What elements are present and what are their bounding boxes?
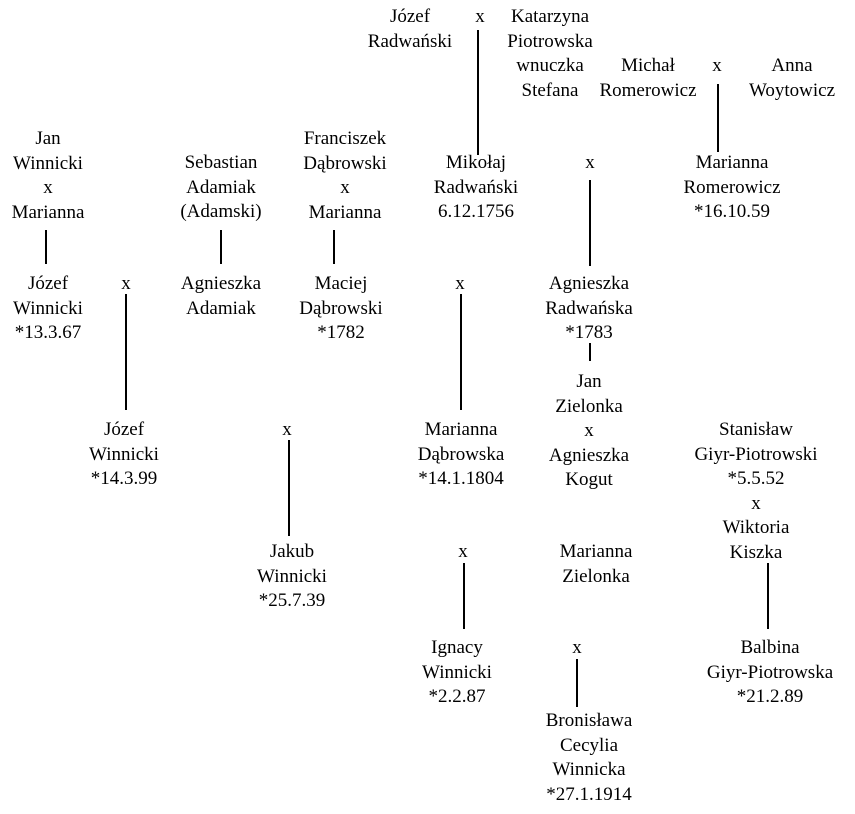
person-marianna-romerowicz: Marianna Romerowicz *16.10.59 [683,152,781,222]
person-jozef-winnicki-1867: Józef Winnicki *13.3.67 [13,273,83,343]
person-stanislaw-giyr-piotrowski-wiktoria-kiszka: Stanisław Giyr-Piotrowski *5.5.52 x Wikt… [694,419,818,563]
person-agnieszka-radwanska: Agnieszka Radwańska *1783 [545,273,633,343]
person-franciszek-dabrowski-marianna: Franciszek Dąbrowski x Marianna [303,128,387,223]
person-marianna-zielonka: Marianna Zielonka [559,541,633,587]
person-balbina-giyr-piotrowska: Balbina Giyr-Piotrowska *21.2.89 [706,637,834,707]
person-jan-winnicki-marianna: Jan Winnicki x Marianna [11,128,85,223]
person-jozef-radwanski: Józef Radwański [367,6,453,52]
connector-line [576,659,578,707]
person-ignacy-winnicki: Ignacy Winnicki *2.2.87 [422,637,492,707]
person-jozef-winnicki-1899: Józef Winnicki *14.3.99 [89,419,159,489]
connector-line [288,440,290,536]
connector-line [45,230,47,264]
person-agnieszka-adamiak: Agnieszka Adamiak [180,273,262,319]
marriage-symbol: x [712,55,722,76]
connector-line [460,294,462,410]
marriage-symbol: x [282,419,292,440]
person-sebastian-adamiak: Sebastian Adamiak (Adamski) [180,152,262,222]
person-michal-romerowicz: Michał Romerowicz [599,55,697,101]
marriage-symbol: x [475,6,485,27]
marriage-symbol: x [458,541,468,562]
person-jakub-winnicki: Jakub Winnicki *25.7.39 [257,541,327,611]
marriage-symbol: x [572,637,582,658]
connector-line [589,180,591,266]
person-bronislawa-winnicka: Bronisława Cecylia Winnicka *27.1.1914 [545,710,633,805]
connector-line [477,30,479,155]
marriage-symbol: x [585,152,595,173]
person-katarzyna-piotrowska: Katarzyna Piotrowska wnuczka Stefana [507,6,593,101]
person-anna-woytowicz: Anna Woytowicz [748,55,836,101]
person-maciej-dabrowski: Maciej Dąbrowski *1782 [299,273,383,343]
connector-line [717,84,719,152]
connector-line [463,563,465,629]
connector-line [589,343,591,361]
marriage-symbol: x [455,273,465,294]
connector-line [333,230,335,264]
connector-line [220,230,222,264]
connector-line [125,294,127,410]
connector-line [767,563,769,629]
person-marianna-dabrowska: Marianna Dąbrowska *14.1.1804 [417,419,505,489]
marriage-symbol: x [121,273,131,294]
person-mikolaj-radwanski: Mikołaj Radwański 6.12.1756 [433,152,519,222]
person-jan-zielonka-agnieszka-kogut: Jan Zielonka x Agnieszka Kogut [548,371,630,490]
